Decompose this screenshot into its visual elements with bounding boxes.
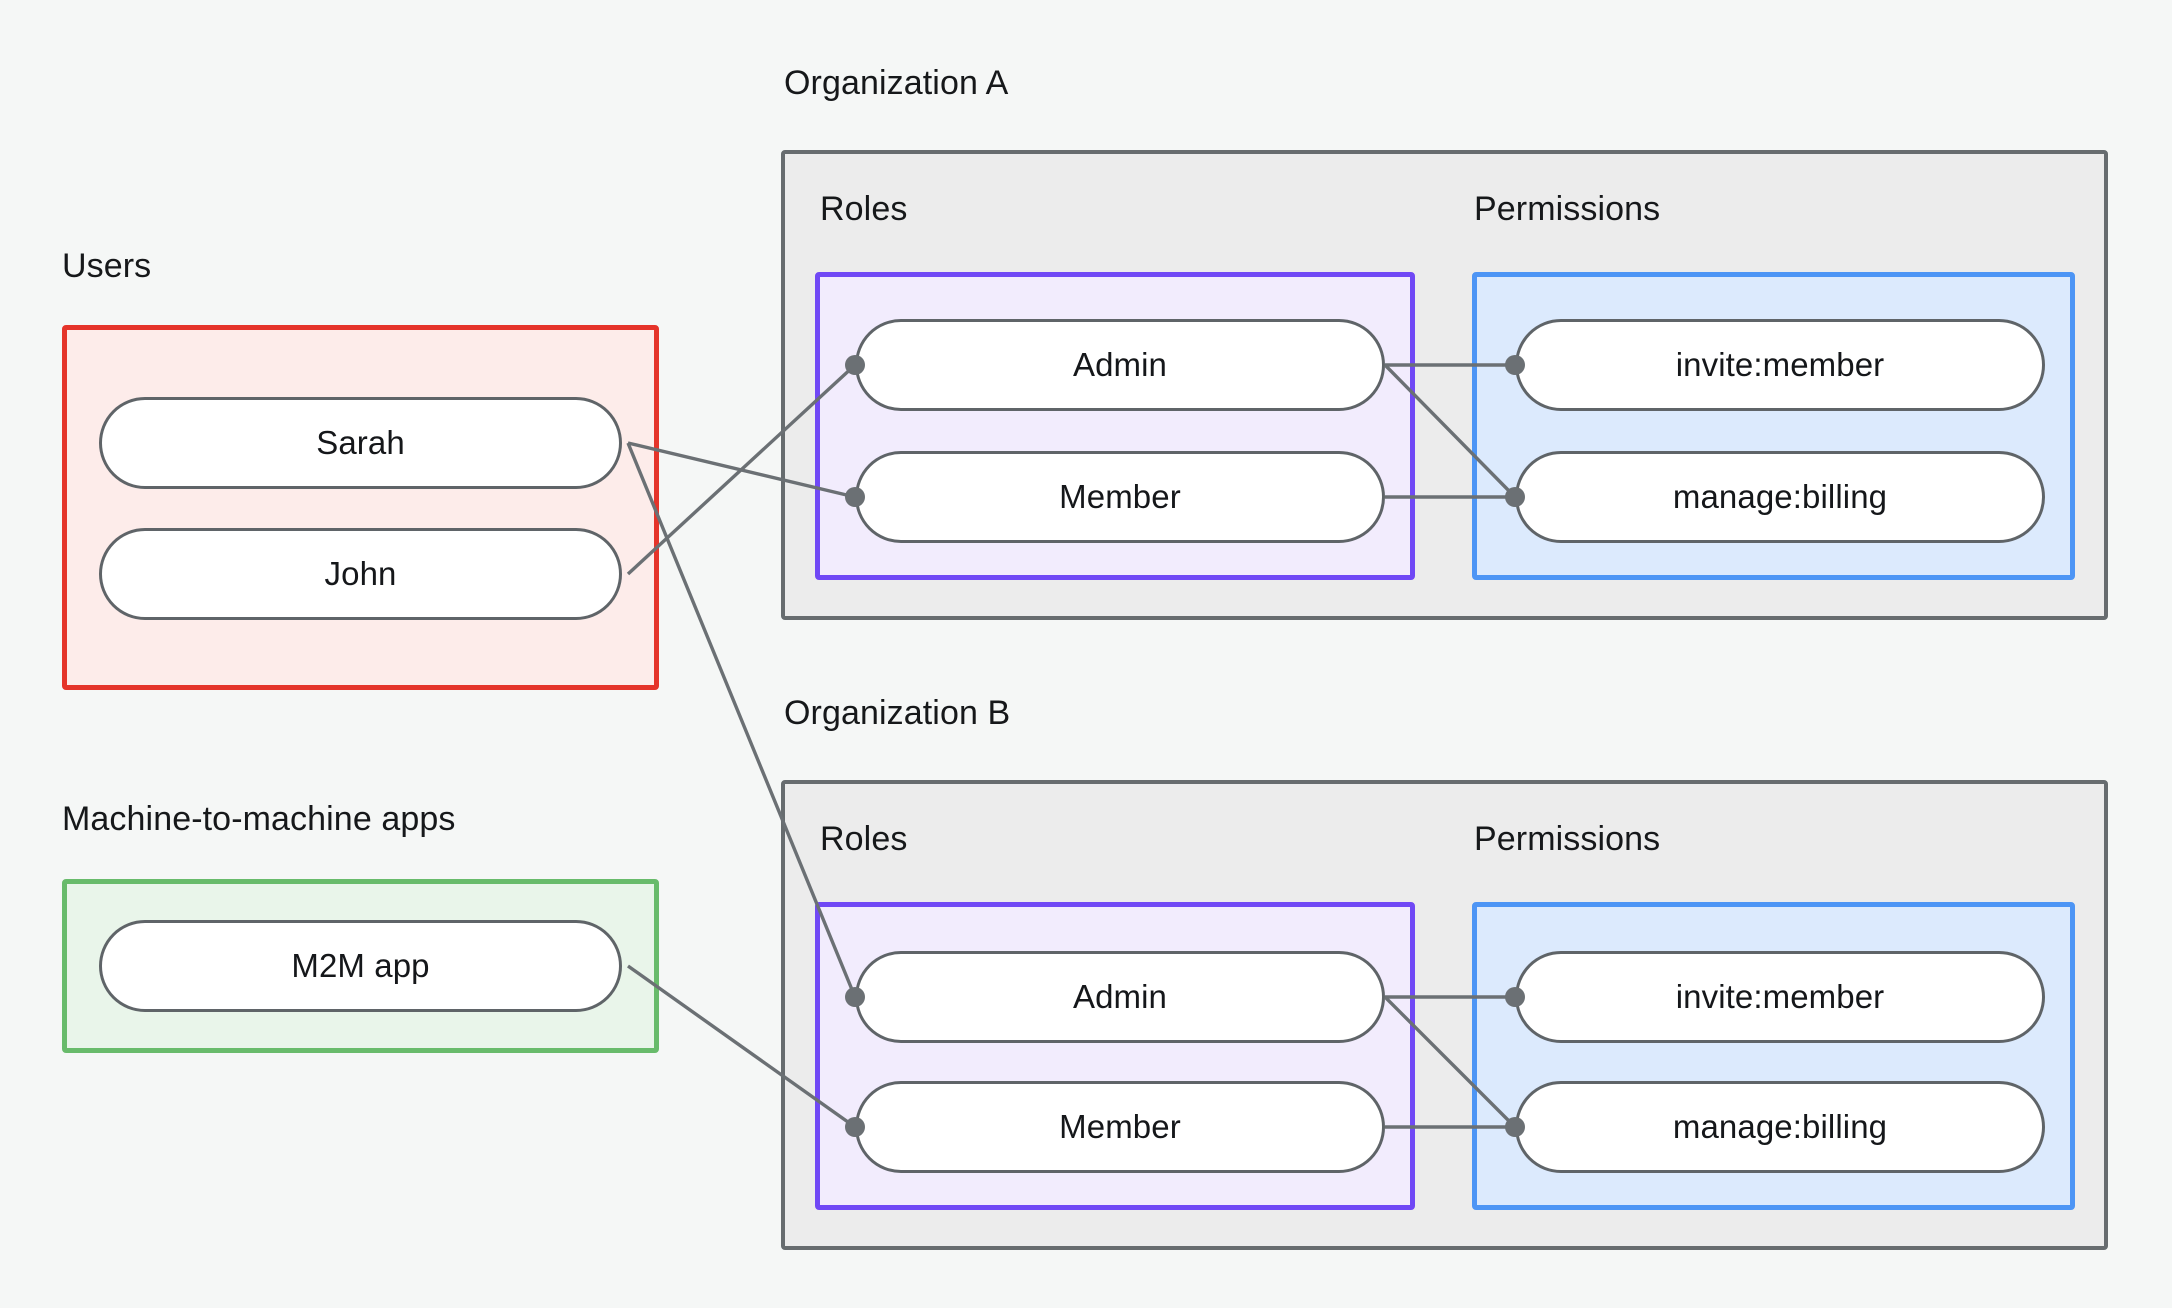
organization-b-roles-label: Roles: [820, 820, 908, 858]
node-orgA-permission-invite-member[interactable]: invite:member: [1515, 319, 2045, 411]
node-orgA-role-admin[interactable]: Admin: [855, 319, 1385, 411]
node-orgB-role-admin[interactable]: Admin: [855, 951, 1385, 1043]
node-user-john[interactable]: John: [99, 528, 622, 620]
organization-a-roles-label: Roles: [820, 190, 908, 228]
node-orgB-permission-manage-billing[interactable]: manage:billing: [1515, 1081, 2045, 1173]
organization-b-permissions-label: Permissions: [1474, 820, 1661, 858]
node-orgB-role-member[interactable]: Member: [855, 1081, 1385, 1173]
node-m2m-app[interactable]: M2M app: [99, 920, 622, 1012]
node-orgB-permission-invite-member[interactable]: invite:member: [1515, 951, 2045, 1043]
node-orgA-role-member[interactable]: Member: [855, 451, 1385, 543]
node-user-sarah[interactable]: Sarah: [99, 397, 622, 489]
organization-b-label: Organization B: [784, 694, 1011, 732]
organization-a-label: Organization A: [784, 64, 1009, 102]
users-group-label: Users: [62, 247, 152, 285]
node-orgA-permission-manage-billing[interactable]: manage:billing: [1515, 451, 2045, 543]
machine-apps-group-label: Machine-to-machine apps: [62, 800, 456, 838]
users-container: [62, 325, 659, 690]
organization-a-permissions-label: Permissions: [1474, 190, 1661, 228]
